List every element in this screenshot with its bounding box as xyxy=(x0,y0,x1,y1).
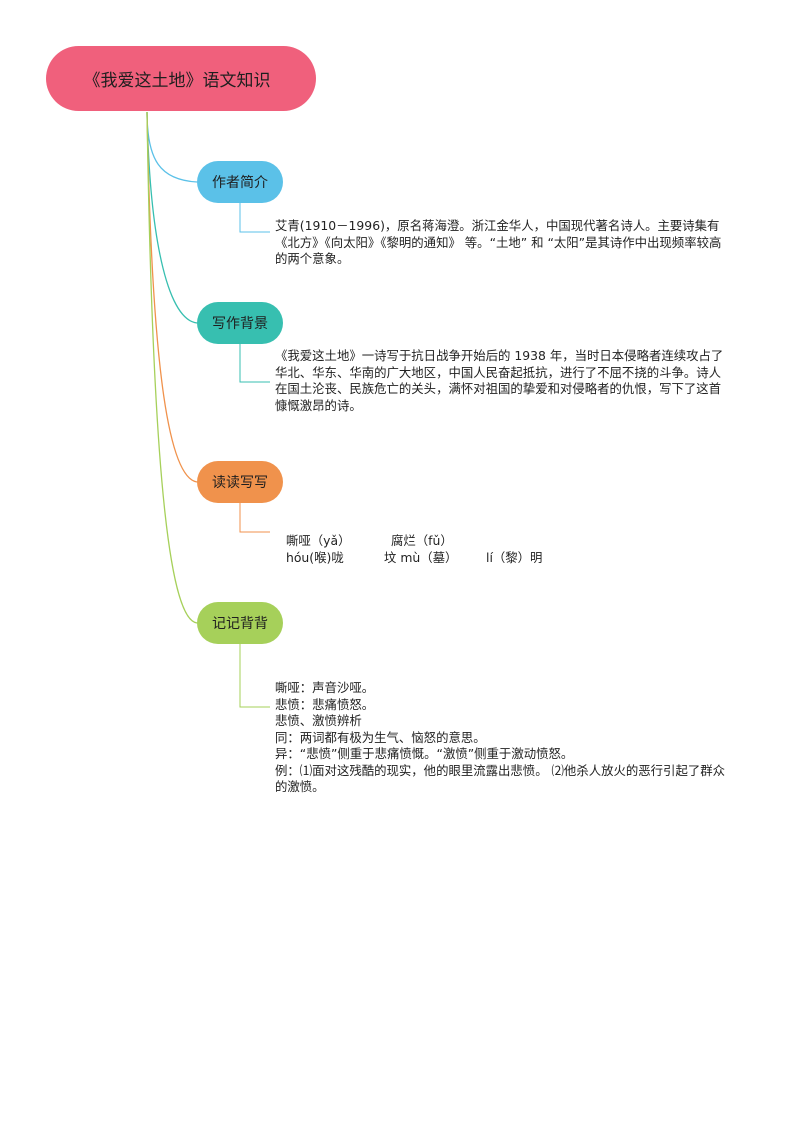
word-item: 坟 mù（墓） xyxy=(384,550,458,565)
note-line-memorize xyxy=(239,644,270,708)
memorize-line: 悲愤、激愤辨析 xyxy=(275,713,362,728)
word-item: lí（黎）明 xyxy=(486,550,543,565)
branch-line-author xyxy=(146,111,198,183)
note-line-background xyxy=(239,344,270,383)
topic-author[interactable]: 作者简介 xyxy=(197,161,283,203)
note-line-read-write xyxy=(239,503,270,533)
memorize-line: 同：两词都有极为生气、恼怒的意思。 xyxy=(275,729,486,745)
root-title: 《我爱这土地》语文知识 xyxy=(83,71,271,91)
word-item: 嘶哑（yǎ） xyxy=(286,533,351,548)
topic-author-label: 作者简介 xyxy=(212,175,268,191)
note-line-author xyxy=(239,203,270,233)
memorize-line: 嘶哑：声音沙哑。 xyxy=(275,680,375,695)
memorize-line: 异：“悲愤”侧重于悲痛愤慨。“激愤”侧重于激动愤怒。 xyxy=(275,746,574,761)
branch-line-background xyxy=(146,111,198,324)
topic-memorize-label: 记记背背 xyxy=(212,616,268,632)
root-topic[interactable]: 《我爱这土地》语文知识 xyxy=(46,46,316,111)
topic-memorize[interactable]: 记记背背 xyxy=(197,602,283,644)
background-note: 《我爱这土地》一诗写于抗日战争开始后的 1938 年，当时日本侵略者连续攻占了华… xyxy=(275,348,724,413)
branch-line-memorize xyxy=(146,111,198,624)
topic-read-write[interactable]: 读读写写 xyxy=(197,461,283,503)
topic-background-label: 写作背景 xyxy=(212,316,268,332)
word-item: 腐烂（fǔ） xyxy=(391,533,453,548)
topic-background[interactable]: 写作背景 xyxy=(197,302,283,344)
author-note: 艾青(1910－1996)，原名蒋海澄。浙江金华人，中国现代著名诗人。主要诗集有… xyxy=(275,218,722,266)
memorize-line: 例：⑴面对这残酷的现实，他的眼里流露出悲愤。 ⑵他杀人放火的恶行引起了群众的激愤… xyxy=(275,762,726,795)
branch-line-read-write xyxy=(146,111,198,483)
memorize-note: 嘶哑：声音沙哑。 悲愤：悲痛愤怒。 悲愤、激愤辨析 同：两词都有极为生气、恼怒的… xyxy=(275,680,731,796)
topic-read-write-label: 读读写写 xyxy=(212,475,268,491)
memorize-line: 悲愤：悲痛愤怒。 xyxy=(275,696,375,712)
word-item: hóu(喉)咙 xyxy=(286,550,344,565)
